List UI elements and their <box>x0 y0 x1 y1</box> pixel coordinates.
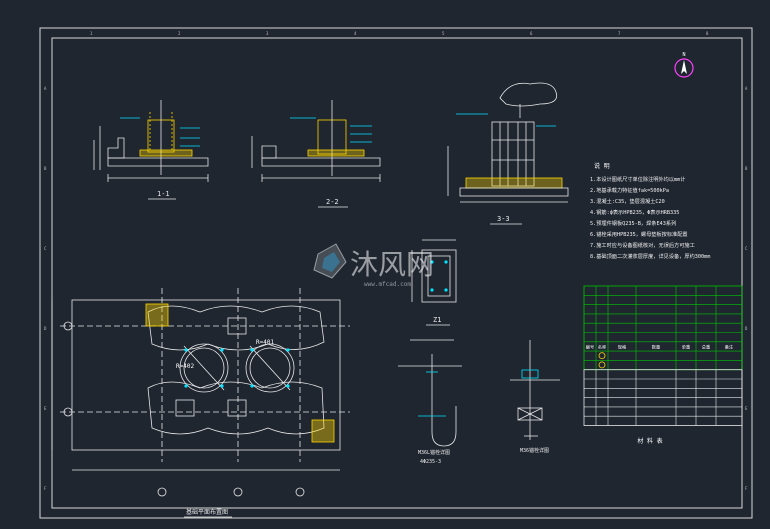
notes-heading: 说 明 <box>594 162 610 170</box>
north-arrow: N <box>674 52 694 78</box>
frame-top-tick: 3 <box>266 31 269 36</box>
bolt-left-caption: M36L锚栓详图 <box>418 449 450 456</box>
plan-title: 基础平面布置图 <box>186 508 228 516</box>
frame-top-tick: 4 <box>354 31 357 36</box>
notes-line: 1.本设计图纸尺寸单位除注明外均以mm计 <box>590 175 686 183</box>
table-marker <box>598 352 606 360</box>
notes-line: 8.基础顶面二次灌浆层厚度，详见设备，厚约300mm <box>590 252 710 260</box>
frame-right-tick: B <box>745 166 748 171</box>
notes-line: 6.锚栓采用HPB235，螺母垫板按标准配置 <box>590 230 688 238</box>
column-z1-drawing <box>411 239 457 303</box>
table-header-cell: 名称 <box>598 343 606 350</box>
north-label: N <box>682 52 685 58</box>
notes-line: 4.钢筋:ф表示HPB235，Φ表示HRB335 <box>590 208 679 216</box>
frame-top-tick: 8 <box>706 31 709 36</box>
frame-left-tick: E <box>44 406 47 411</box>
foundation-plan-bolt-markers <box>184 348 290 388</box>
section-3-3-label: 3-3 <box>497 215 510 223</box>
table-marker <box>598 361 606 369</box>
watermark: 沐风网 www.mfcad.com <box>313 243 434 288</box>
material-table-title: 材 料 表 <box>637 437 662 445</box>
foundation-plan-axis-bubbles <box>63 321 305 497</box>
plan-radius-right: R=401 <box>256 339 274 346</box>
drawing-frame <box>39 27 753 519</box>
bolt-right-caption: M36锚栓详图 <box>520 447 549 454</box>
material-table: 编号名称 规格 数量 单重 总重 备注 材 料 表 <box>583 285 743 445</box>
frame-left-tick: C <box>44 246 47 251</box>
table-header-cell: 备注 <box>725 343 734 350</box>
section-3-3-drawing <box>447 82 569 203</box>
watermark-logo-icon <box>313 243 347 279</box>
frame-right-tick: C <box>745 246 748 251</box>
anchor-bolt-right-drawing <box>510 340 560 440</box>
anchor-bolt-left-drawing <box>398 339 462 447</box>
watermark-url: www.mfcad.com <box>364 281 411 288</box>
notes-line: 5.预埋件钢板Q235-B，焊条E43系列 <box>590 219 676 227</box>
frame-top-tick: 1 <box>90 31 93 36</box>
section-1-1-drawing <box>93 100 209 182</box>
frame-right-tick: D <box>745 326 748 331</box>
notes-lines: 1.本设计图纸尺寸单位除注明外均以mm计 2.地基承载力特征值fak=500kPa… <box>590 175 710 260</box>
watermark-brand: 沐风网 <box>350 248 434 281</box>
material-table-green-section: 编号名称 规格 数量 单重 总重 备注 <box>583 285 743 371</box>
section-2-2-label: 2-2 <box>326 198 339 206</box>
table-header-cell: 规格 <box>618 343 627 350</box>
table-header-cell: 总重 <box>702 343 710 349</box>
frame-tick-labels: 1 2 3 4 5 6 7 8A A B B C C D D E E F F <box>44 31 748 491</box>
frame-top-tick: 7 <box>618 31 621 36</box>
frame-right-tick: A <box>745 86 748 91</box>
frame-left-tick: A <box>44 86 47 91</box>
foundation-plan-drawing <box>51 288 350 471</box>
column-z1-label: Z1 <box>433 316 441 324</box>
notes-line: 7.施工时应与设备图纸核对，无误后方可施工 <box>590 241 695 249</box>
bolt-left-subcaption: 4Φ235-3 <box>420 459 441 465</box>
table-header-cell: 数量 <box>652 343 660 350</box>
frame-left-tick: F <box>44 486 47 491</box>
frame-top-tick: 6 <box>530 31 533 36</box>
frame-top-tick: 5 <box>442 31 445 36</box>
frame-left-tick: D <box>44 326 47 331</box>
frame-left-tick: B <box>44 166 47 171</box>
table-header-cell: 单重 <box>682 343 690 350</box>
design-notes: 说 明 1.本设计图纸尺寸单位除注明外均以mm计 2.地基承载力特征值fak=50… <box>590 162 710 260</box>
frame-right-tick: F <box>745 486 748 491</box>
notes-line: 2.地基承载力特征值fak=500kPa <box>590 186 669 194</box>
section-1-1-label: 1-1 <box>157 190 170 198</box>
table-header-cell: 编号 <box>586 343 594 350</box>
section-2-2-drawing <box>251 100 381 182</box>
plan-radius-left: R=402 <box>176 363 194 370</box>
material-table-white-section <box>583 369 743 426</box>
frame-right-tick: E <box>745 406 748 411</box>
frame-top-tick: 2 <box>178 31 181 36</box>
notes-line: 3.混凝土:C35，垫层混凝土C20 <box>590 197 665 205</box>
